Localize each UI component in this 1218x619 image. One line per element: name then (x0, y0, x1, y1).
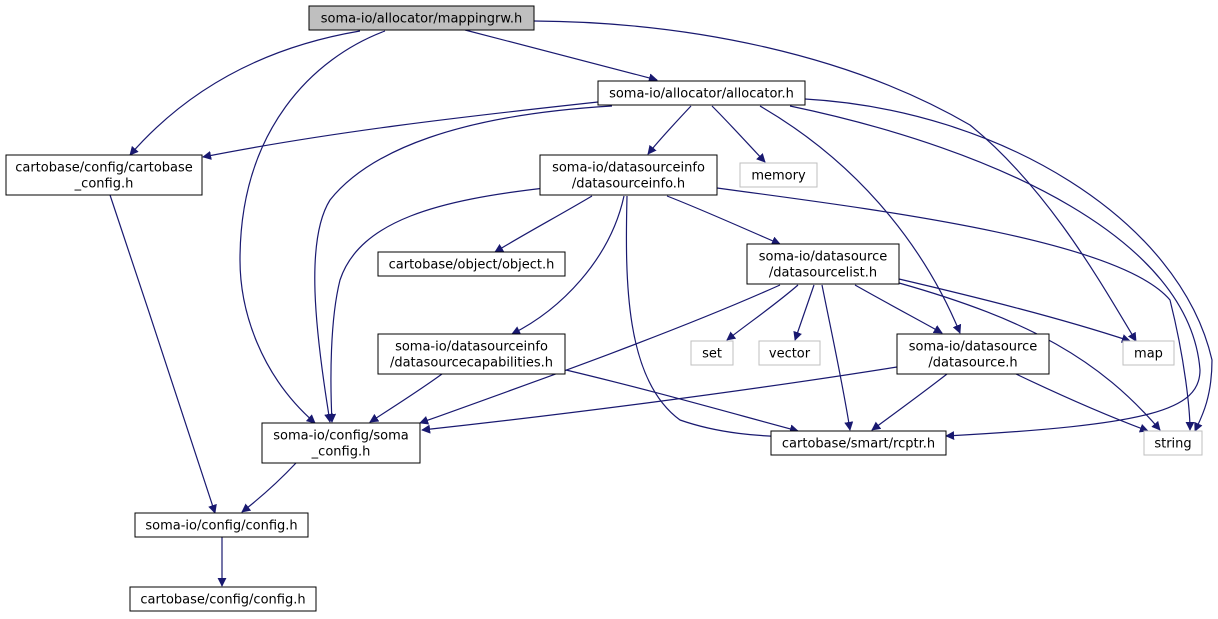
edge-allocator-to-soma_config (314, 105, 613, 423)
node-label: /datasourceinfo.h (572, 177, 685, 192)
node-label: string (1154, 437, 1191, 452)
edge-datasourcelist-to-set (726, 284, 799, 341)
node-somaio-config[interactable]: soma-io/config/config.h (134, 512, 309, 538)
edge-allocator-to-string (804, 98, 1213, 432)
node-string: string (1143, 430, 1203, 456)
node-mappingrw[interactable]: soma-io/allocator/mappingrw.h (308, 5, 535, 31)
node-label: _config.h (74, 177, 134, 192)
node-label: _config.h (311, 445, 371, 460)
node-label: soma-io/config/soma (273, 429, 409, 444)
node-label: cartobase/config/config.h (140, 593, 305, 608)
node-box (261, 422, 421, 464)
edge-datasourceinfo-to-rcptr (625, 195, 791, 442)
edge-datasourceinfo-to-datasourcelist (666, 195, 781, 245)
edge-datasourceinfo-to-datasourcecapabilities (511, 195, 625, 335)
node-label: soma-io/config/config.h (145, 519, 297, 534)
node-box (1143, 430, 1203, 456)
node-label: cartobase/smart/rcptr.h (782, 437, 935, 452)
node-box (129, 586, 317, 612)
node-box (377, 333, 566, 375)
node-box (597, 80, 806, 106)
node-rcptr[interactable]: cartobase/smart/rcptr.h (770, 430, 947, 456)
node-box (758, 340, 821, 366)
node-box (308, 5, 535, 31)
node-memory: memory (739, 162, 818, 188)
node-label: soma-io/datasourceinfo (395, 340, 548, 355)
node-box (690, 340, 734, 366)
node-label: map (1134, 347, 1163, 362)
edge-allocator-to-datasourceinfo (647, 105, 692, 155)
nodes-layer: soma-io/allocator/mappingrw.h soma-io/all… (5, 5, 1203, 612)
edge-datasourceinfo-to-string (716, 187, 1195, 431)
node-cartobase-config-h[interactable]: cartobase/config/config.h (129, 586, 317, 612)
node-box (5, 154, 203, 196)
node-box (134, 512, 309, 538)
node-box (896, 333, 1050, 375)
node-label: soma-io/allocator/mappingrw.h (321, 12, 522, 27)
edges-layer (109, 20, 1213, 587)
node-set: set (690, 340, 734, 366)
node-box (377, 251, 566, 277)
node-datasource[interactable]: soma-io/datasource/datasource.h (896, 333, 1050, 375)
edge-datasource-to-soma_config (421, 366, 898, 434)
node-box (770, 430, 947, 456)
edge-datasourcecapabilities-to-soma_config (369, 373, 443, 423)
node-box (746, 243, 900, 285)
node-label: set (702, 347, 722, 362)
edge-cartobase_config-to-somaio_config (109, 194, 217, 514)
edge-mappingrw-to-allocator (464, 29, 658, 83)
edge-datasource-to-string (1015, 373, 1149, 433)
node-label: cartobase/config/cartobase (15, 161, 193, 176)
node-cartobase-config[interactable]: cartobase/config/cartobase_config.h (5, 154, 203, 196)
edge-datasourcelist-to-vector (793, 284, 815, 341)
node-label: /datasource.h (928, 356, 1017, 371)
edge-mappingrw-to-map (533, 20, 1137, 342)
edge-datasource-to-rcptr (871, 373, 948, 431)
edge-allocator-to-datasource (759, 105, 962, 334)
node-label: cartobase/object/object.h (389, 258, 555, 273)
edge-datasourcelist-to-map (898, 278, 1131, 343)
edge-datasourcecapabilities-to-rcptr (565, 369, 799, 434)
node-label: soma-io/datasource (909, 340, 1037, 355)
node-label: soma-io/allocator/allocator.h (609, 87, 794, 102)
edge-mappingrw-to-soma_config (239, 30, 386, 424)
node-soma-config[interactable]: soma-io/config/soma_config.h (261, 422, 421, 464)
node-datasourcelist[interactable]: soma-io/datasource/datasourcelist.h (746, 243, 900, 285)
node-object[interactable]: cartobase/object/object.h (377, 251, 566, 277)
node-allocator[interactable]: soma-io/allocator/allocator.h (597, 80, 806, 106)
edge-datasourceinfo-to-object (494, 195, 593, 253)
edge-datasourcelist-to-string (898, 282, 1161, 431)
node-box (539, 154, 718, 196)
node-label: soma-io/datasource (759, 250, 887, 265)
edge-datasourceinfo-to-soma_config (327, 187, 546, 423)
node-label: /datasourcecapabilities.h (390, 356, 553, 371)
node-label: vector (769, 347, 811, 362)
edge-mappingrw-to-cartobase_config (129, 30, 361, 156)
node-box (739, 162, 818, 188)
edge-datasourcelist-to-soma_config (419, 284, 781, 425)
node-map: map (1122, 340, 1175, 366)
edge-allocator-to-cartobase_config (202, 101, 599, 160)
node-box (1122, 340, 1175, 366)
node-label: soma-io/datasourceinfo (552, 161, 705, 176)
edge-allocator-to-memory (711, 105, 766, 163)
node-label: /datasourcelist.h (769, 266, 877, 281)
edge-datasourcelist-to-rcptr (821, 284, 854, 431)
edge-soma_config-to-somaio_config (241, 462, 297, 513)
edge-datasourcelist-to-datasource (854, 284, 943, 334)
node-vector: vector (758, 340, 821, 366)
node-label: memory (751, 169, 806, 184)
node-datasourcecapabilities[interactable]: soma-io/datasourceinfo/datasourcecapabil… (377, 333, 566, 375)
edge-allocator-to-rcptr (789, 105, 1201, 441)
node-datasourceinfo[interactable]: soma-io/datasourceinfo/datasourceinfo.h (539, 154, 718, 196)
